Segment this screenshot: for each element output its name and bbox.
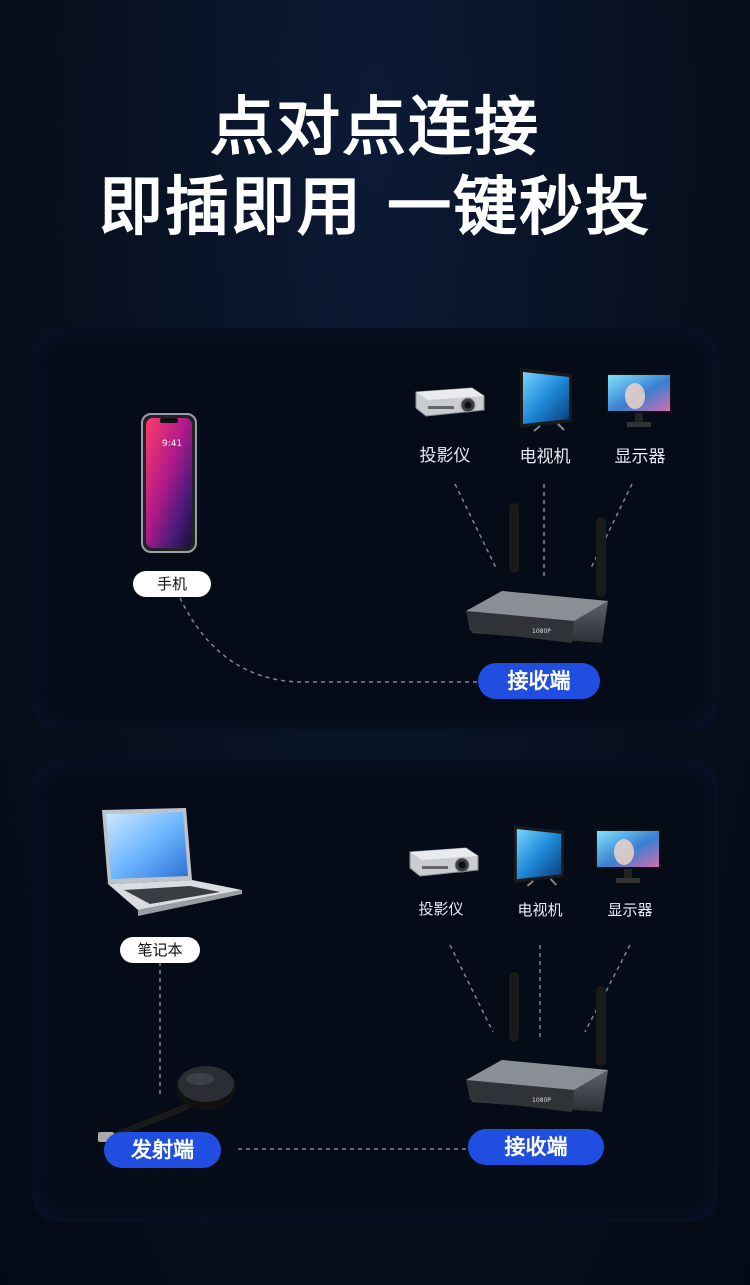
receiver-label-2: 接收端: [468, 1129, 604, 1165]
receiver-display: 1080P: [532, 628, 551, 635]
headline-line-1: 点对点连接: [210, 91, 540, 165]
tv-icon: [520, 368, 572, 432]
receiver-icon: 1080P: [466, 972, 608, 1112]
phone-label: 手机: [133, 571, 211, 597]
monitor-label: 显示器: [614, 447, 666, 467]
smartphone-icon: 9:41: [141, 413, 197, 553]
monitor-label-2: 显示器: [607, 901, 653, 919]
tv-label: 电视机: [519, 447, 571, 467]
receiver-label: 接收端: [478, 663, 600, 699]
projector-label-2: 投影仪: [418, 900, 464, 918]
monitor-icon: [606, 373, 672, 427]
phone-time: 9:41: [162, 439, 182, 449]
projector-icon: [409, 847, 479, 877]
laptop-label: 笔记本: [120, 937, 200, 963]
projector-icon: [415, 387, 485, 417]
receiver-icon: 1080P: [466, 503, 608, 643]
laptop-icon: [102, 808, 242, 916]
monitor-icon: [595, 829, 661, 883]
projector-label: 投影仪: [419, 446, 471, 466]
headline-line-2: 即插即用 一键秒投: [98, 171, 652, 245]
tv-label-2: 电视机: [517, 901, 563, 919]
transmitter-label: 发射端: [104, 1132, 221, 1168]
receiver-display-2: 1080P: [532, 1097, 551, 1104]
tv-icon: [513, 825, 565, 887]
